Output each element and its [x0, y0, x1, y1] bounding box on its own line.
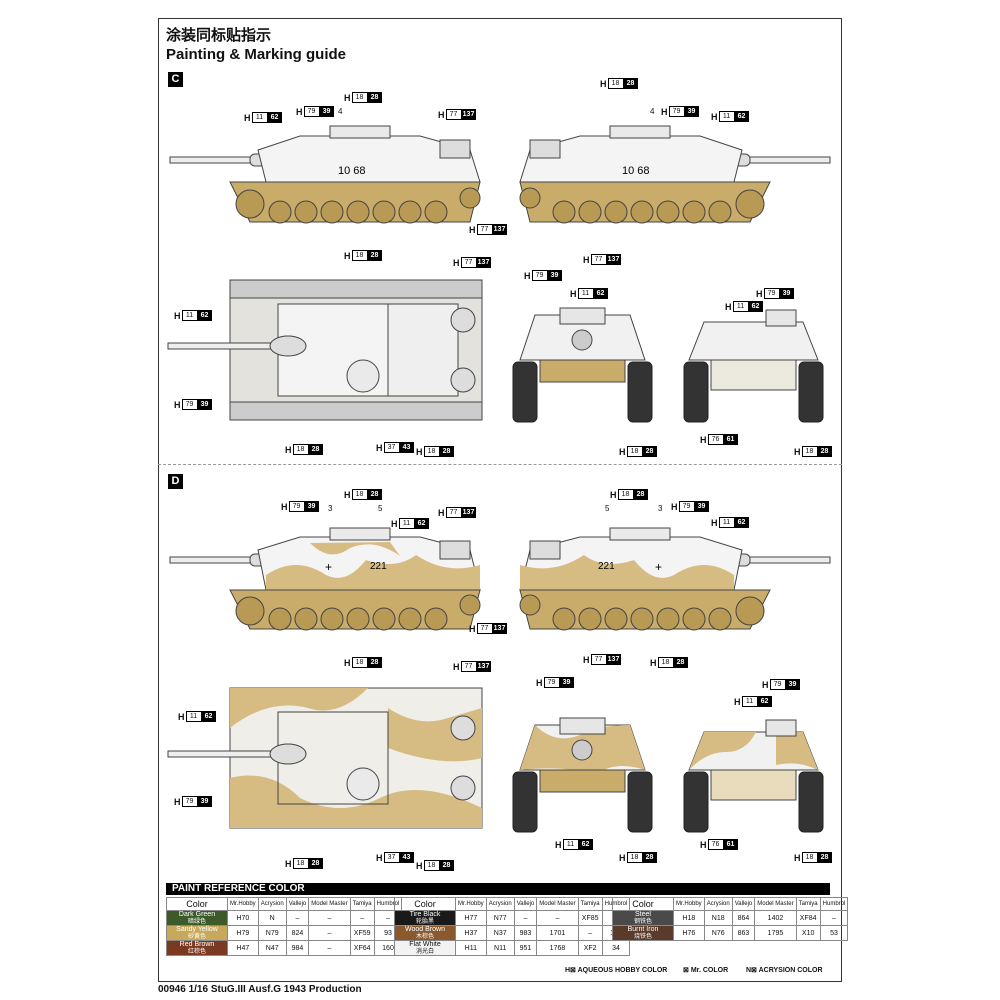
decal-number-d-left-a: 3 [328, 504, 333, 513]
scheme-c-top-view [167, 279, 483, 421]
scheme-d-back-view [683, 719, 824, 833]
scheme-d-top-view [167, 687, 483, 829]
paint-table-3: Color Mr.Hobby Acrysion Vallejo Model Ma… [612, 897, 849, 941]
paint-table-2: Color Mr.Hobby Acrysion Vallejo Model Ma… [394, 897, 631, 956]
paint-table-1: Color Mr.Hobby Acrysion Vallejo Model Ma… [166, 897, 403, 956]
hull-number-d-right: 221 [598, 561, 615, 572]
title-english: Painting & Marking guide [166, 46, 347, 63]
legend-aqueous: H⊠ AQUEOUS HOBBY COLOR [565, 967, 668, 974]
legend-mr-color: ⊠ Mr. COLOR [683, 967, 729, 974]
hull-number-c-right: 10 68 [622, 165, 650, 177]
legend-acrysion: N⊠ ACRYSION COLOR [746, 967, 823, 974]
section-label-c: C [168, 72, 183, 87]
decal-number-c-right: 4 [650, 107, 655, 116]
scheme-c-left-side-view: 10 68 [169, 125, 481, 224]
scheme-d-front-view [512, 717, 653, 833]
decal-number-d-right-b: 3 [658, 504, 663, 513]
svg-text:+: + [655, 560, 662, 574]
scheme-c-front-view [512, 307, 653, 423]
section-label-d: D [168, 474, 183, 489]
scheme-d-right-side-view: 221 + [519, 527, 831, 631]
hull-number-d-left: 221 [370, 561, 387, 572]
section-divider [158, 464, 842, 465]
svg-text:+: + [325, 560, 332, 574]
footer-product-title: 00946 1/16 StuG.III Ausf.G 1943 Producti… [158, 984, 362, 995]
decal-number-d-right-a: 5 [605, 504, 610, 513]
title-chinese: 涂装同标贴指示 [166, 26, 272, 44]
hull-number-c-left: 10 68 [338, 165, 366, 177]
paint-reference-header: PAINT REFERENCE COLOR [166, 883, 830, 895]
scheme-d-left-side-view: + 221 [169, 527, 481, 631]
scheme-c-right-side-view: 10 68 [519, 125, 831, 224]
scheme-c-back-view [683, 309, 824, 423]
decal-number-d-left-b: 5 [378, 504, 383, 513]
decal-number-c-left: 4 [338, 107, 343, 116]
